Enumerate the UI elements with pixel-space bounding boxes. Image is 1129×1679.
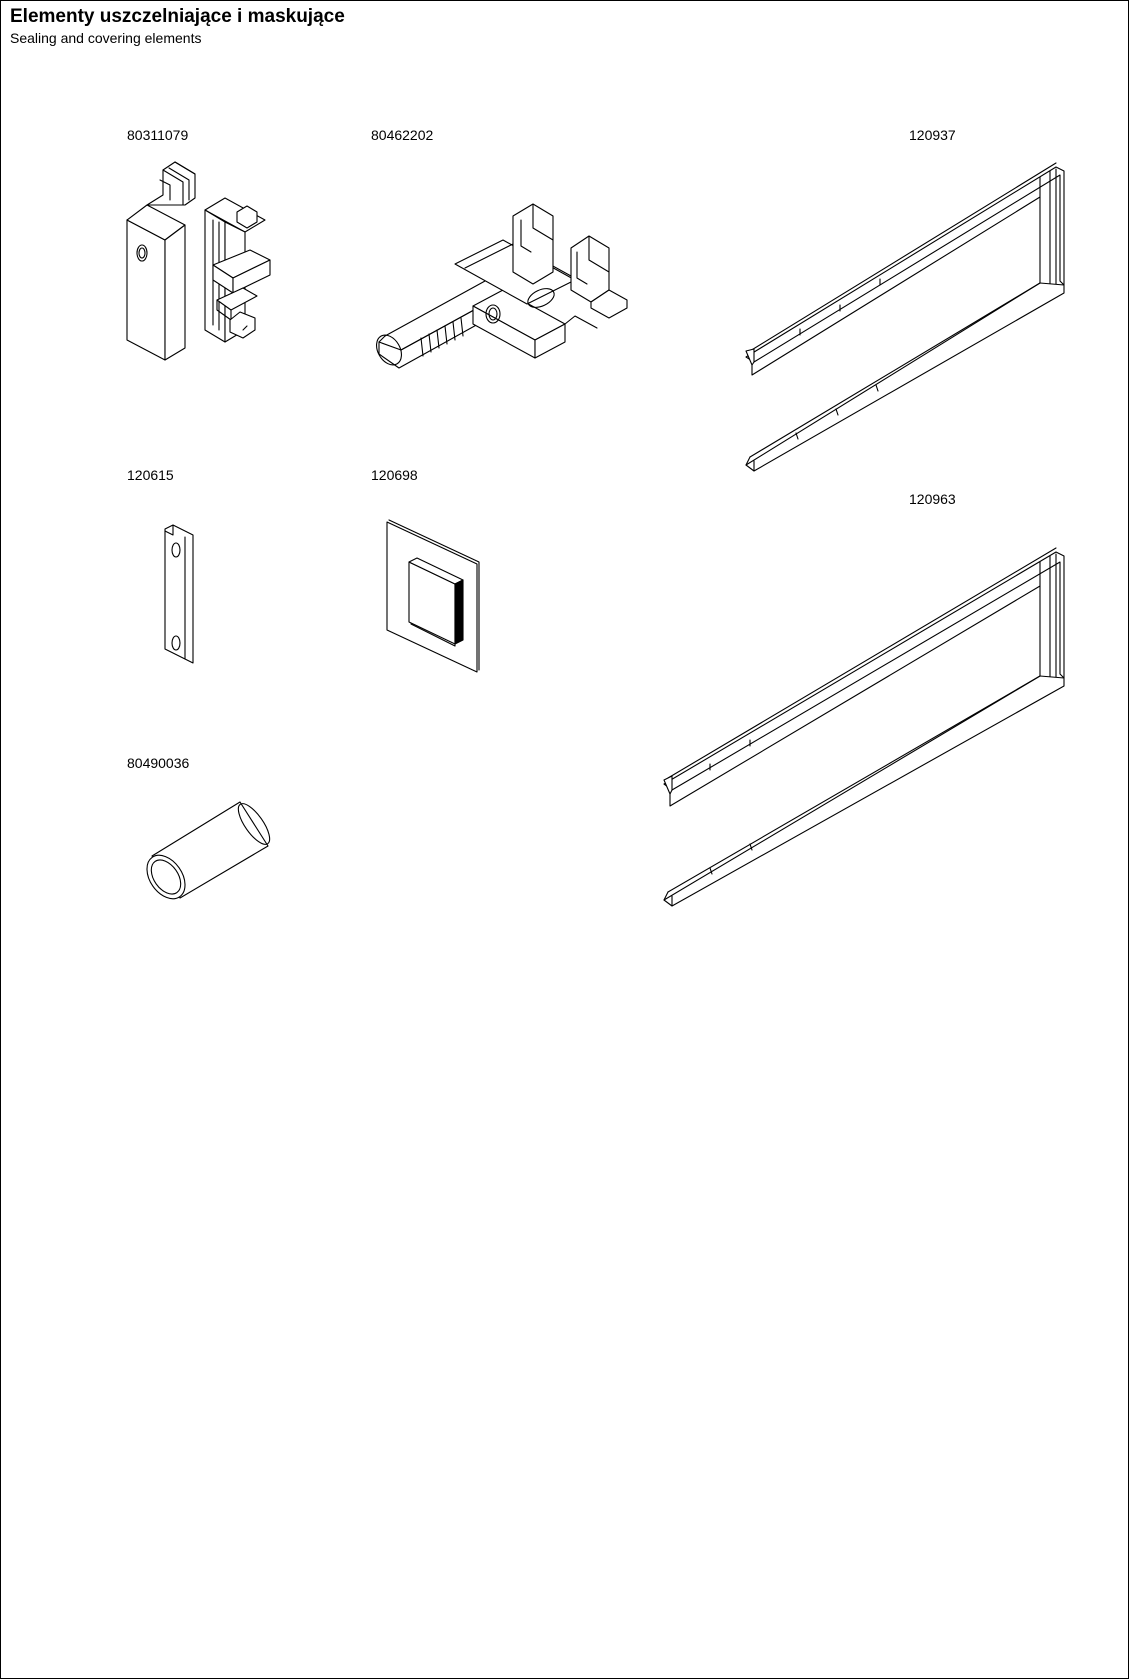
sealing-frame-strips-large-icon bbox=[663, 547, 1065, 907]
adhesive-pad-icon bbox=[386, 519, 480, 673]
part-code-120698: 120698 bbox=[371, 467, 418, 483]
cover-clip-icon bbox=[126, 161, 271, 361]
part-code-120615: 120615 bbox=[127, 467, 174, 483]
part-code-80462202: 80462202 bbox=[371, 127, 434, 143]
page-subtitle: Sealing and covering elements bbox=[10, 30, 202, 46]
part-code-120963: 120963 bbox=[909, 491, 956, 507]
cable-channel-seal-icon bbox=[376, 203, 628, 369]
tube-sleeve-icon bbox=[146, 801, 271, 900]
sealing-frame-strips-icon bbox=[745, 162, 1065, 472]
part-code-80311079: 80311079 bbox=[127, 127, 189, 143]
page-title: Elementy uszczelniające i maskujące bbox=[10, 6, 345, 27]
part-code-120937: 120937 bbox=[909, 127, 956, 143]
flat-strip-icon bbox=[164, 524, 194, 664]
part-code-80490036: 80490036 bbox=[127, 755, 190, 771]
